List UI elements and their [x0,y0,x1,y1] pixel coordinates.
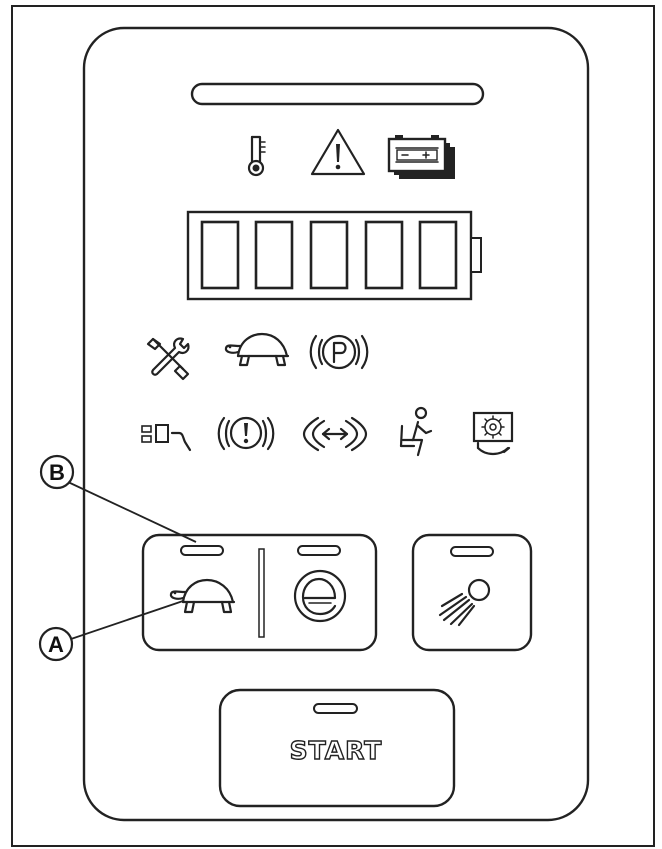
eco-mode-button[interactable] [268,539,372,646]
callout-a-leader-line [70,600,184,640]
callout-a-circle [38,626,74,662]
steering-icon [302,416,368,452]
callout-b-leader-line [67,481,197,543]
brake-warning-icon [217,416,275,451]
eco-mode-indicator-led [297,545,341,556]
battery-pack-icon [387,135,455,179]
image-frame [11,5,655,847]
warning-triangle-icon [310,128,366,176]
start-indicator-led [313,703,358,714]
callout-b: B [39,454,197,543]
callout-b-label: B [49,460,65,485]
start-button[interactable]: START [218,688,456,808]
turtle-icon [169,578,236,614]
battery-segment-1 [200,220,240,290]
parking-brake-icon [309,334,369,370]
battery-segment-3 [309,220,349,290]
callout-a-label: A [48,632,64,657]
mode-button-divider [258,548,265,638]
turtle-mode-indicator-led [180,545,224,556]
battery-segment-2 [254,220,294,290]
e-eco-icon [293,569,347,623]
service-gear-icon [472,411,514,456]
status-light-bar [190,82,485,106]
callout-a: A [38,600,184,662]
turtle-mode-button[interactable] [147,539,255,646]
turtle-icon [224,332,290,367]
headlight-button[interactable] [411,533,533,652]
battery-segment-4 [364,220,404,290]
battery-level-gauge [186,210,482,301]
start-button-label: START [290,736,383,765]
headlight-indicator-led [450,546,494,557]
wrench-screwdriver-icon [146,337,190,381]
pedal-sequence-icon [141,424,192,452]
battery-segment-5 [418,220,458,290]
operator-seat-icon [399,406,433,457]
thermometer-icon [247,135,266,177]
headlight-icon [438,578,491,627]
callout-b-circle [39,454,75,490]
